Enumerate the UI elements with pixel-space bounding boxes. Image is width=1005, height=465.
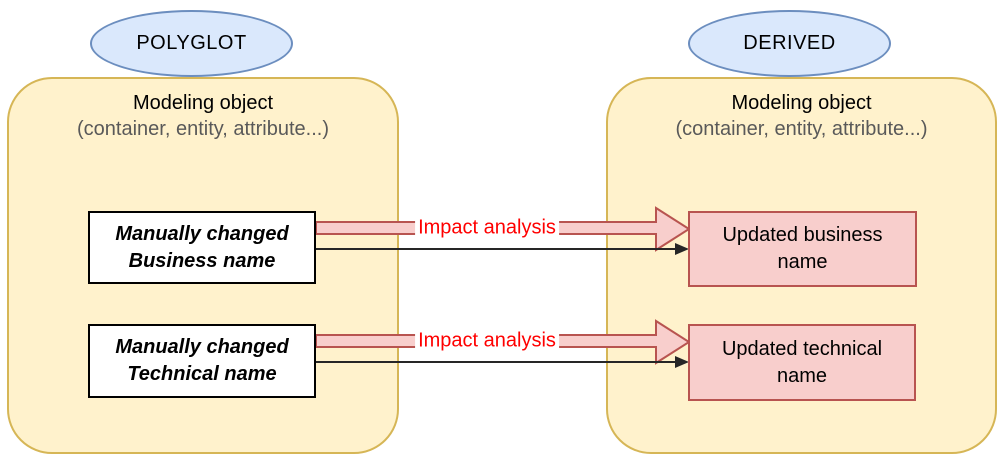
derived-badge-label: DERIVED xyxy=(743,32,836,54)
derivation-arrowhead-technical xyxy=(675,356,689,368)
box-line: name xyxy=(776,364,828,387)
impact-analysis-label: Impact analysis xyxy=(415,329,559,353)
derivation-arrowhead-business xyxy=(675,243,689,255)
derived-badge: DERIVED xyxy=(688,10,891,77)
container-title: Modeling object xyxy=(731,92,872,114)
manually-changed-technical-name-box: Manually changed Technical name xyxy=(88,324,316,398)
box-line: Business name xyxy=(128,249,276,272)
box-line: Updated business xyxy=(722,224,883,246)
impact-analysis-label: Impact analysis xyxy=(415,216,559,240)
polyglot-badge-label: POLYGLOT xyxy=(136,32,247,54)
polyglot-badge: POLYGLOT xyxy=(90,10,293,77)
container-subtitle: (container, entity, attribute...) xyxy=(675,118,928,140)
updated-technical-name-box: Updated technical name xyxy=(688,324,916,401)
box-line: Technical name xyxy=(127,363,277,385)
updated-business-name-box: Updated business name xyxy=(688,211,917,287)
box-line: Manually changed xyxy=(115,336,289,358)
box-line: name xyxy=(777,251,828,273)
box-line: Manually changed xyxy=(115,222,289,245)
manually-changed-business-name-box: Manually changed Business name xyxy=(88,211,316,284)
box-line: Updated technical xyxy=(721,337,883,360)
container-subtitle: (container, entity, attribute...) xyxy=(77,118,329,140)
container-title: Modeling object xyxy=(132,92,274,114)
